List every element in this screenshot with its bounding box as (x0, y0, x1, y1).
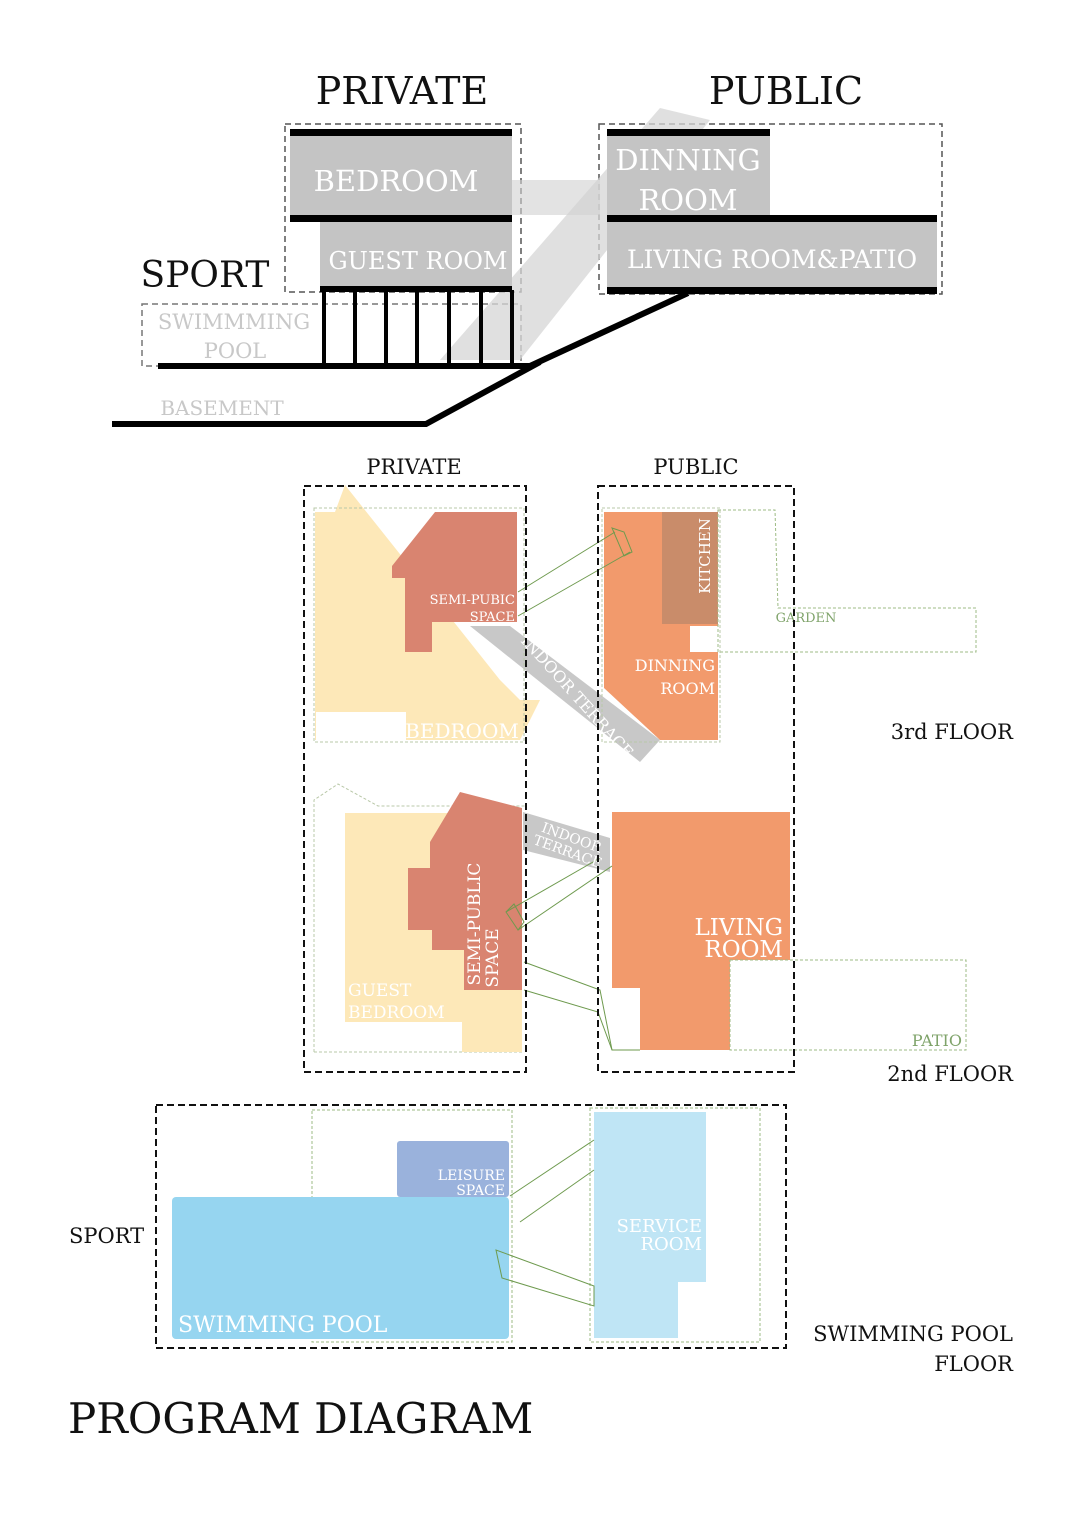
third-floor-plan: SEMI-PUBIC SPACE INDOOR TERRACE BEDROOM … (313, 485, 1014, 762)
leisure-space (397, 1141, 509, 1197)
section-public-label: PUBLIC (709, 69, 863, 113)
bedroom-outline (313, 507, 525, 743)
pool-floor-label: SWIMMING POOL (813, 1322, 1013, 1346)
garden-label: GARDEN (776, 611, 837, 626)
section-living-block (607, 222, 937, 290)
living-room-area (612, 812, 790, 1050)
service-outline (589, 1107, 761, 1343)
service-room (594, 1112, 706, 1338)
sport-zone (155, 1104, 787, 1349)
second-floor-label: 2nd FLOOR (887, 1062, 1014, 1086)
guest-bedroom-label: GUEST (348, 981, 412, 1001)
private-outline (313, 783, 526, 1052)
section-slab (290, 129, 512, 136)
semi-public-space (408, 792, 522, 990)
section-living-label: LIVING ROOM&PATIO (627, 245, 917, 274)
third-floor-label: 3rd FLOOR (891, 720, 1014, 744)
pool-floor-label: FLOOR (934, 1352, 1014, 1376)
living-room-label: LIVING (694, 915, 783, 941)
patio-label: PATIO (912, 1031, 962, 1050)
patio-outline (729, 959, 967, 1051)
section-basement-line (112, 359, 542, 427)
section-slab (607, 215, 937, 222)
semi-public-label: SEMI-PUBIC (430, 593, 515, 608)
bedroom-cutout (316, 712, 406, 742)
leisure-space-label: SPACE (456, 1183, 505, 1199)
plan-private-zone (303, 485, 527, 1073)
second-floor-plan: INDOOR TERRACE SEMI-PUBLIC SPACE GUEST B… (313, 783, 1014, 1086)
plan-diagrams: PRIVATE PUBLIC (69, 455, 1014, 1376)
dinning-room-label: ROOM (660, 679, 715, 698)
plan-public-label: PUBLIC (653, 455, 738, 479)
section-pool-label: SWIMMMING (158, 310, 310, 334)
garden-outline (717, 509, 977, 653)
plan-sport-label: SPORT (69, 1224, 144, 1248)
plan-public-zone (597, 485, 795, 1073)
leisure-space-label: LEISURE (438, 1168, 505, 1184)
section-bedroom-block (290, 134, 512, 218)
service-room-label: ROOM (641, 1234, 703, 1255)
section-dinning-block (607, 134, 770, 218)
semi-public-label: SPACE (470, 610, 515, 625)
indoor-terrace-band (523, 812, 610, 872)
section-slab (607, 129, 770, 136)
pool-floor-guides (495, 1139, 595, 1307)
bedroom-label: BEDROOM (405, 719, 519, 743)
semi-public-label: SPACE (483, 928, 503, 987)
section-slab (320, 286, 512, 292)
semi-public-label: SEMI-PUBLIC (465, 863, 485, 986)
section-guest-room-label: GUEST ROOM (329, 247, 508, 275)
section-columns (322, 290, 514, 366)
swimming-pool (172, 1197, 509, 1339)
living-room-label: ROOM (704, 937, 783, 963)
section-guest-room-block (320, 222, 512, 288)
section-basement-label: BASEMENT (160, 396, 284, 420)
pool-floor-plan: LEISURE SPACE SERVICE ROOM SWIMMING POOL… (69, 1104, 1014, 1376)
section-bedroom-label: BEDROOM (314, 164, 479, 198)
plan-private-label: PRIVATE (366, 455, 461, 479)
guest-bedroom-label: BEDROOM (348, 1003, 445, 1023)
public-outline (601, 507, 721, 743)
section-private-label: PRIVATE (316, 69, 489, 113)
dinning-notch (690, 626, 720, 652)
swimming-pool-label: SWIMMING POOL (178, 1313, 388, 1338)
section-pool-label: POOL (204, 339, 267, 363)
section-dinning-label: ROOM (638, 183, 737, 217)
section-dinning-label: DINNING (615, 143, 760, 177)
indoor-terrace-band (470, 626, 660, 762)
section-slab (607, 287, 937, 294)
semi-public-space (392, 512, 517, 652)
section-diagram: PRIVATE PUBLIC (112, 69, 943, 427)
section-sport-label: SPORT (141, 255, 270, 296)
kitchen-label: KITCHEN (696, 518, 714, 594)
kitchen-area (662, 512, 718, 624)
dinning-room-label: DINNING (635, 656, 715, 675)
service-room-label: SERVICE (617, 1216, 702, 1237)
diagram-title: PROGRAM DIAGRAM (68, 1394, 533, 1443)
section-slab (290, 215, 512, 222)
